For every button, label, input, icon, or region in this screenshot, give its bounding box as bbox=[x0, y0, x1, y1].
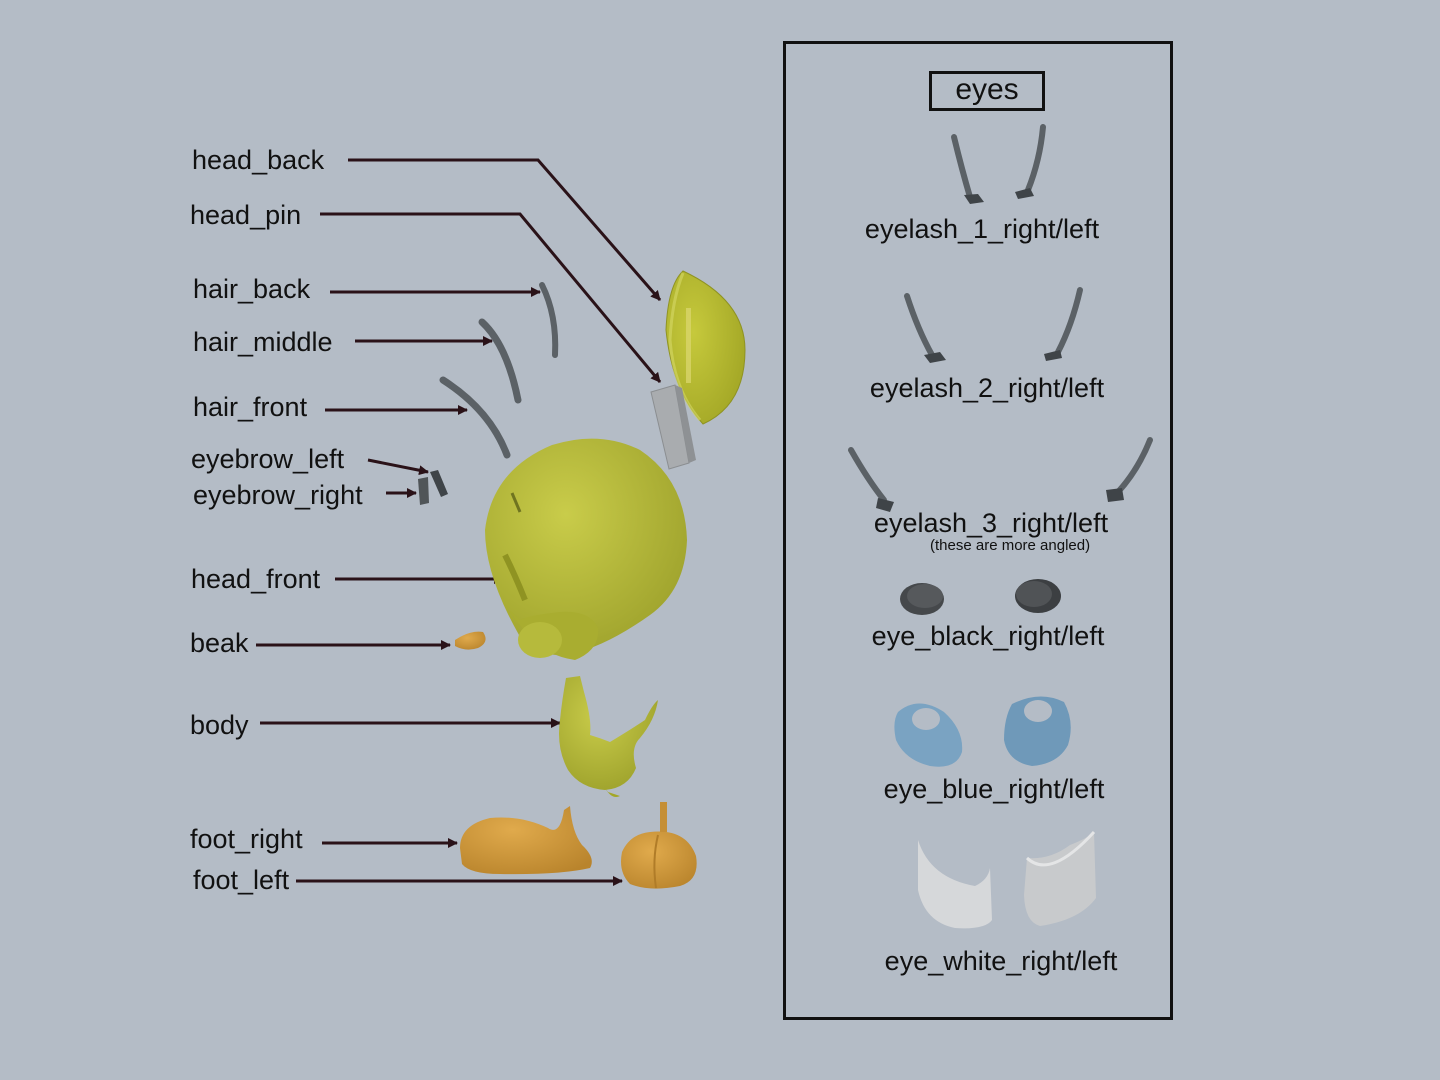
head-front-part bbox=[485, 438, 687, 660]
beak-part bbox=[455, 631, 486, 650]
foot-left-part bbox=[621, 802, 697, 889]
label-eye-blue: eye_blue_right/left bbox=[883, 774, 1105, 804]
eyelash-3-pair bbox=[848, 437, 1153, 512]
label-beak: beak bbox=[190, 628, 249, 658]
note-eyelash-3: (these are more angled) bbox=[930, 537, 1091, 554]
leader-lines bbox=[256, 158, 662, 886]
label-head-back: head_back bbox=[192, 145, 325, 175]
arrow-head-back bbox=[348, 158, 662, 301]
label-eye-black: eye_black_right/left bbox=[871, 621, 1105, 651]
label-foot-right: foot_right bbox=[190, 824, 303, 854]
eye-blue-pair bbox=[894, 696, 1071, 767]
hair-parts bbox=[439, 282, 559, 459]
eyebrow-left-part bbox=[430, 470, 448, 497]
label-hair-front: hair_front bbox=[193, 392, 308, 422]
label-foot-left: foot_left bbox=[193, 865, 290, 895]
label-head-pin: head_pin bbox=[190, 200, 302, 230]
hair-back-part bbox=[539, 282, 559, 358]
eyes-panel bbox=[783, 41, 1173, 1020]
head-back-part bbox=[665, 270, 746, 425]
head-pin-part bbox=[650, 384, 696, 470]
arrow-head-pin bbox=[320, 212, 662, 383]
eyebrow-right-part bbox=[418, 477, 429, 505]
label-eyelash-2: eyelash_2_right/left bbox=[869, 373, 1105, 403]
label-head-front: head_front bbox=[191, 564, 321, 594]
label-hair-back: hair_back bbox=[193, 274, 311, 304]
foot-right-part bbox=[460, 806, 592, 875]
label-eyebrow-right: eyebrow_right bbox=[193, 480, 363, 510]
eye-black-pair bbox=[900, 579, 1061, 615]
eyes-panel-title: eyes bbox=[929, 71, 1045, 111]
hair-middle-part bbox=[478, 318, 522, 404]
arrow-eyebrow-left bbox=[367, 458, 429, 476]
label-eyelash-1: eyelash_1_right/left bbox=[864, 214, 1100, 244]
eyelash-2-pair bbox=[904, 287, 1083, 363]
eyebrow-parts bbox=[418, 470, 448, 505]
eyelash-1-pair bbox=[951, 124, 1046, 204]
label-body: body bbox=[190, 710, 249, 740]
hair-front-part bbox=[439, 376, 511, 459]
body-part bbox=[559, 676, 658, 797]
label-eyelash-3: eyelash_3_right/left bbox=[873, 508, 1109, 538]
label-eyebrow-left: eyebrow_left bbox=[191, 444, 345, 474]
label-hair-middle: hair_middle bbox=[193, 327, 333, 357]
eye-white-pair bbox=[918, 830, 1096, 929]
label-eye-white: eye_white_right/left bbox=[884, 946, 1118, 976]
